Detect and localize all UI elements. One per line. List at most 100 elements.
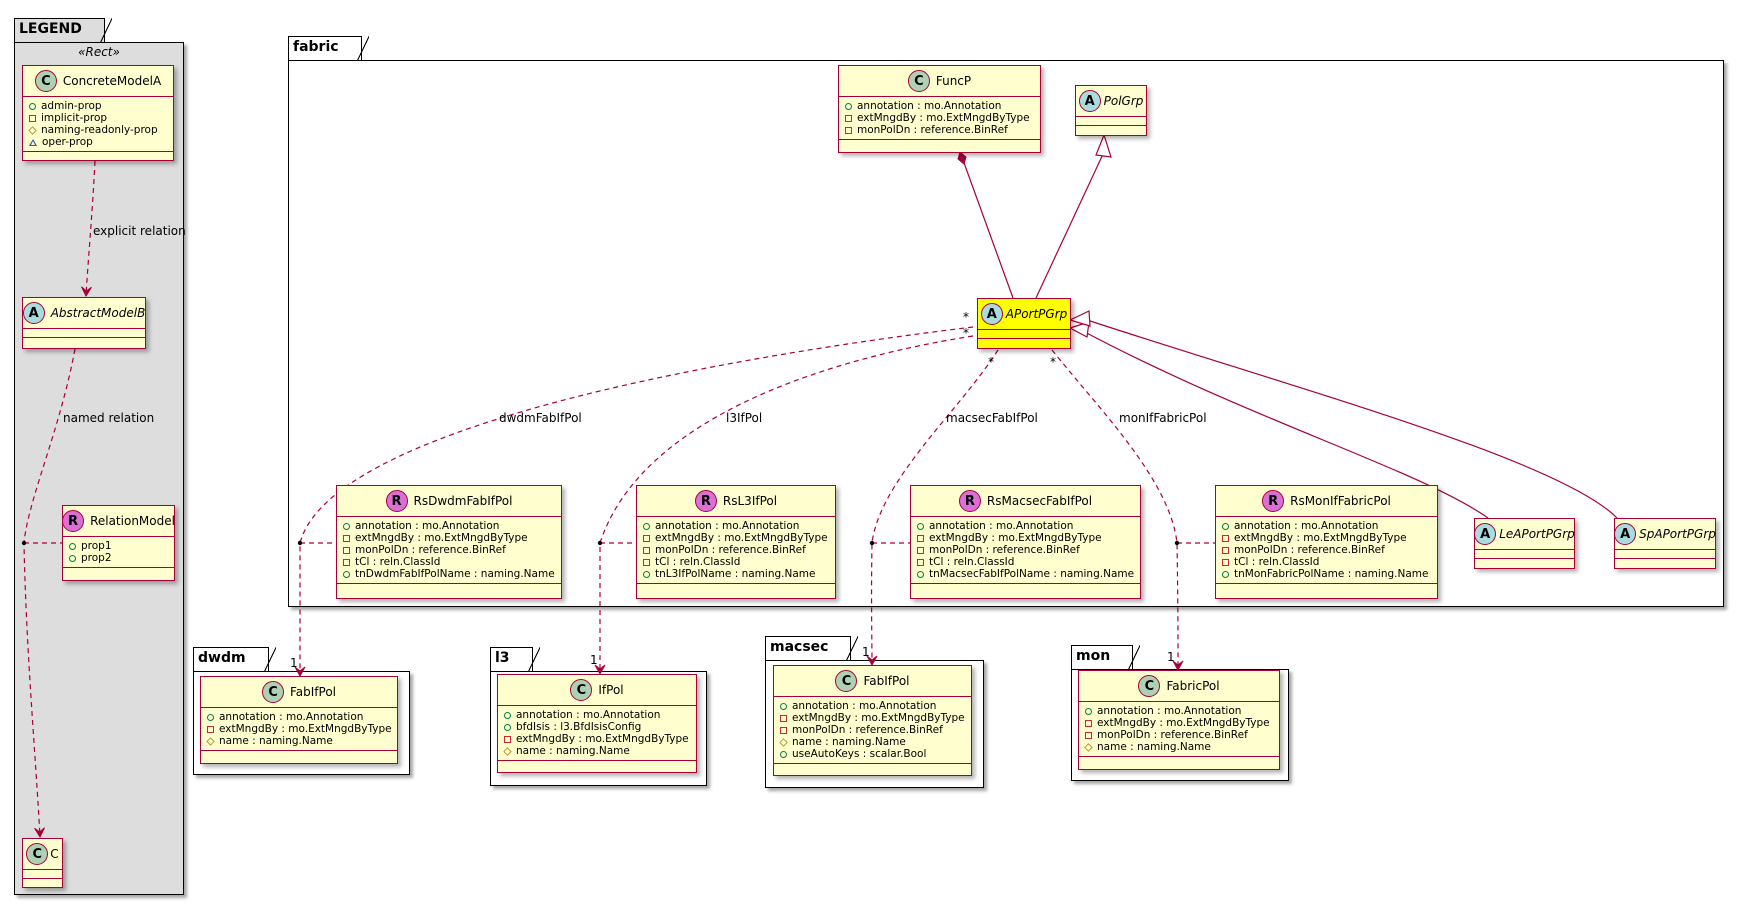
- public-visibility-icon: [504, 711, 511, 719]
- class-methods-section: [337, 584, 561, 592]
- class-methods-section: [23, 152, 173, 160]
- class-methods-section: [1076, 126, 1146, 134]
- private-visibility-icon: [1085, 731, 1092, 739]
- class-name: RsMonIfFabricPol: [1290, 494, 1391, 508]
- multiplicity-l3-target: 1: [590, 653, 598, 667]
- class-attributes-section: [1615, 550, 1715, 559]
- attribute: admin-prop: [41, 100, 102, 112]
- junction-dot: [597, 540, 603, 546]
- protected-visibility-icon: [28, 125, 37, 135]
- class-attributes-section: [23, 870, 62, 879]
- multiplicity-macsec-target: 1: [862, 645, 870, 659]
- class-badge-icon: C: [34, 70, 57, 92]
- private-visibility-icon: [643, 558, 650, 566]
- class-name: RsL3IfPol: [722, 494, 778, 508]
- edge-polgrp-generalization: [1035, 151, 1105, 299]
- attribute: naming-readonly-prop: [41, 124, 158, 136]
- attribute: annotation : mo.Annotation: [929, 520, 1074, 532]
- fabric-package-tab: fabric: [288, 36, 369, 61]
- attribute: name : naming.Name: [1097, 741, 1211, 753]
- attribute: extMngdBy : mo.ExtMngdByType: [655, 532, 828, 544]
- class-attributes-section: [978, 330, 1070, 339]
- attribute: prop1: [81, 540, 112, 552]
- attribute: tCl : reln.ClassId: [1234, 556, 1320, 568]
- attribute: annotation : mo.Annotation: [355, 520, 500, 532]
- class-badge-icon: C: [26, 843, 49, 865]
- class-name: PolGrp: [1103, 94, 1144, 108]
- class-methods-section: [1216, 584, 1437, 592]
- class-name: RsMacsecFabIfPol: [986, 494, 1093, 508]
- generalization-triangle-polgrp: [1095, 133, 1112, 158]
- class-methods-section: [23, 338, 145, 346]
- attribute: tCl : reln.ClassId: [929, 556, 1015, 568]
- attribute: annotation : mo.Annotation: [1234, 520, 1379, 532]
- label-explicit-relation: explicit relation: [93, 224, 186, 238]
- class-methods-section: [839, 140, 1040, 148]
- class-badge-icon: A: [1474, 523, 1497, 545]
- class-badge-icon: C: [907, 70, 930, 92]
- public-visibility-icon: [29, 102, 36, 110]
- private-visibility-icon: [1085, 719, 1092, 727]
- attribute: annotation : mo.Annotation: [857, 100, 1002, 112]
- attribute: monPolDn : reference.BinRef: [1234, 544, 1385, 556]
- public-visibility-icon: [917, 570, 924, 578]
- attribute: tnMacsecFabIfPolName : naming.Name: [929, 568, 1135, 580]
- class-name: AbstractModelB: [50, 306, 146, 320]
- l3-package-tab: l3: [490, 647, 540, 672]
- attribute: name : naming.Name: [516, 745, 630, 757]
- multiplicity-macsec-source: *: [988, 355, 994, 369]
- private-visibility-icon: [207, 725, 214, 733]
- class-rsl3ifpol[interactable]: R RsL3IfPol annotation : mo.Annotation ex…: [636, 485, 836, 599]
- public-visibility-icon: [69, 554, 76, 562]
- public-visibility-icon: [1085, 707, 1092, 715]
- edge-moniffabricpol: [1051, 349, 1184, 672]
- generalization-triangle-aportpgrp-1: [1068, 321, 1090, 338]
- private-visibility-icon: [780, 726, 787, 734]
- private-visibility-icon: [1222, 546, 1229, 554]
- class-methods-section: [1475, 559, 1574, 567]
- protected-visibility-icon: [206, 736, 215, 746]
- edge-funcp-composition: [962, 159, 1014, 299]
- class-name: IfPol: [598, 683, 624, 697]
- class-badge-icon: R: [62, 510, 85, 532]
- public-visibility-icon: [917, 522, 924, 530]
- dwdm-package-tab: dwdm: [193, 647, 276, 672]
- class-badge-icon: A: [22, 302, 45, 324]
- edge-spaportpgrp-generalization: [1080, 317, 1618, 519]
- edge-dwdmfabifpol: [294, 326, 974, 678]
- attribute: useAutoKeys : scalar.Bool: [792, 748, 927, 760]
- multiplicity-mon-source: *: [1050, 355, 1056, 369]
- class-name: FuncP: [935, 74, 972, 88]
- class-methods-section: [1615, 559, 1715, 567]
- mon-package-tab: mon: [1071, 645, 1141, 670]
- class-abstractmodelb[interactable]: A AbstractModelB: [22, 297, 146, 349]
- private-visibility-icon: [343, 534, 350, 542]
- public-visibility-icon: [780, 750, 787, 758]
- class-methods-section: [978, 339, 1070, 347]
- generalization-triangle-aportpgrp-2: [1068, 310, 1091, 327]
- attribute: monPolDn : reference.BinRef: [1097, 729, 1248, 741]
- attribute: annotation : mo.Annotation: [655, 520, 800, 532]
- class-name: RelationModel: [90, 514, 175, 528]
- protected-visibility-icon: [1084, 742, 1093, 752]
- label-macsecfabifpol: macsecFabIfPol: [946, 411, 1038, 425]
- private-visibility-icon: [504, 735, 511, 743]
- class-badge-icon: R: [694, 490, 717, 512]
- class-name: FabIfPol: [289, 685, 337, 699]
- label-named-relation: named relation: [63, 411, 155, 425]
